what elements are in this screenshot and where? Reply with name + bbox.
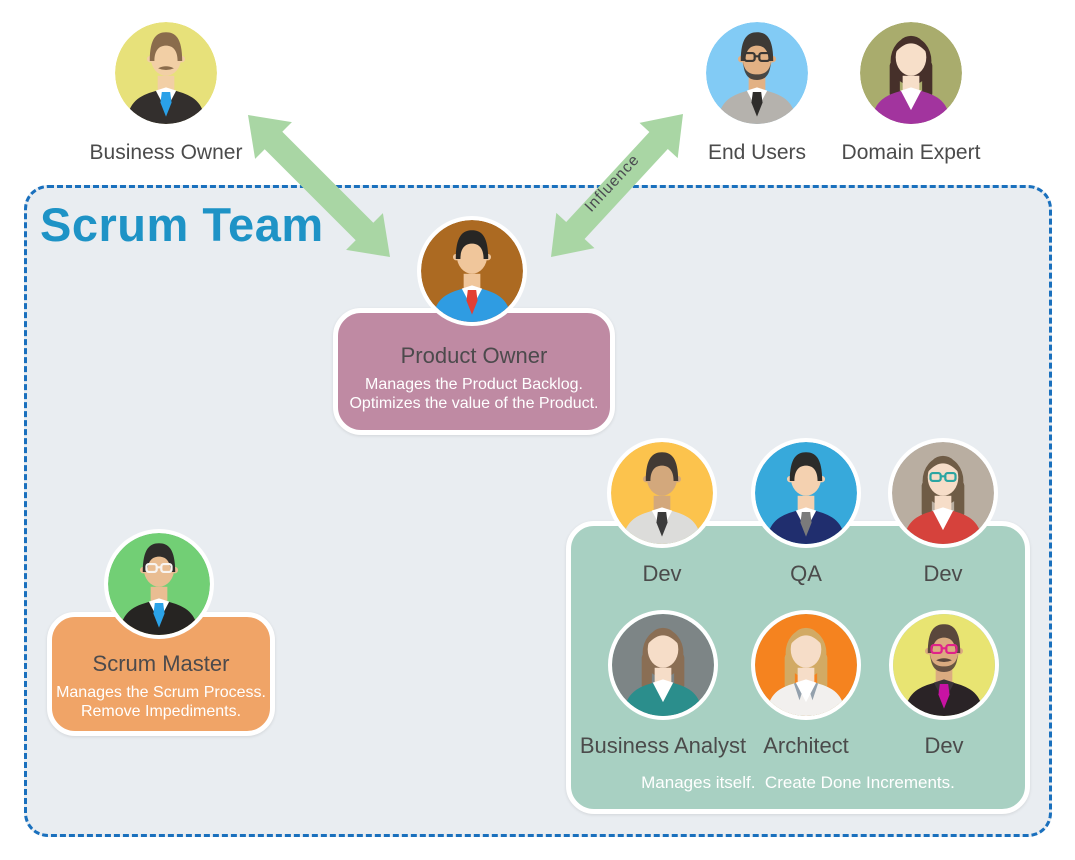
avatar-domain-expert xyxy=(856,18,966,128)
avatar-dev-2 xyxy=(888,438,998,548)
product-owner-box-line2: Optimizes the value of the Product. xyxy=(349,395,599,412)
avatar-illustration xyxy=(755,442,857,544)
avatar-illustration xyxy=(108,533,210,635)
product-owner-box-line1: Manages the Product Backlog. xyxy=(365,376,583,393)
avatar-end-users xyxy=(702,18,812,128)
label-architect: Architect xyxy=(763,733,849,758)
avatar-dev-3 xyxy=(889,610,999,720)
scrum-master-box-title: Scrum Master xyxy=(92,651,230,676)
product-owner-box: Product Owner Manages the Product Backlo… xyxy=(333,308,615,435)
avatar-product-owner xyxy=(417,216,527,326)
label-qa: QA xyxy=(790,561,822,586)
label-domain-expert: Domain Expert xyxy=(841,141,981,164)
avatar-business-analyst xyxy=(608,610,718,720)
avatar-illustration xyxy=(115,22,217,124)
avatar-illustration xyxy=(421,220,523,322)
avatar-illustration xyxy=(860,22,962,124)
label-dev-2: Dev xyxy=(923,561,963,586)
avatar-qa xyxy=(751,438,861,548)
avatar-illustration xyxy=(706,22,808,124)
label-business-analyst: Business Analyst xyxy=(579,733,747,758)
product-owner-box-title: Product Owner xyxy=(400,343,548,368)
avatar-architect xyxy=(751,610,861,720)
label-end-users: End Users xyxy=(707,141,807,164)
scrum-master-box-line2: Remove Impediments. xyxy=(80,703,242,720)
avatar-illustration xyxy=(755,614,857,716)
avatar-illustration xyxy=(893,614,995,716)
avatar-illustration xyxy=(892,442,994,544)
label-dev-1: Dev xyxy=(642,561,682,586)
avatar-scrum-master xyxy=(104,529,214,639)
scrum-team-title: Scrum Team xyxy=(40,198,324,251)
avatar-illustration xyxy=(611,442,713,544)
avatar-illustration xyxy=(612,614,714,716)
scrum-master-box-line1: Manages the Scrum Process. xyxy=(56,684,266,701)
dev-team-footer: Manages itself. Create Done Increments. xyxy=(641,773,955,792)
label-business-owner: Business Owner xyxy=(89,141,243,164)
label-dev-3: Dev xyxy=(924,733,964,758)
avatar-business-owner xyxy=(111,18,221,128)
avatar-dev-1 xyxy=(607,438,717,548)
